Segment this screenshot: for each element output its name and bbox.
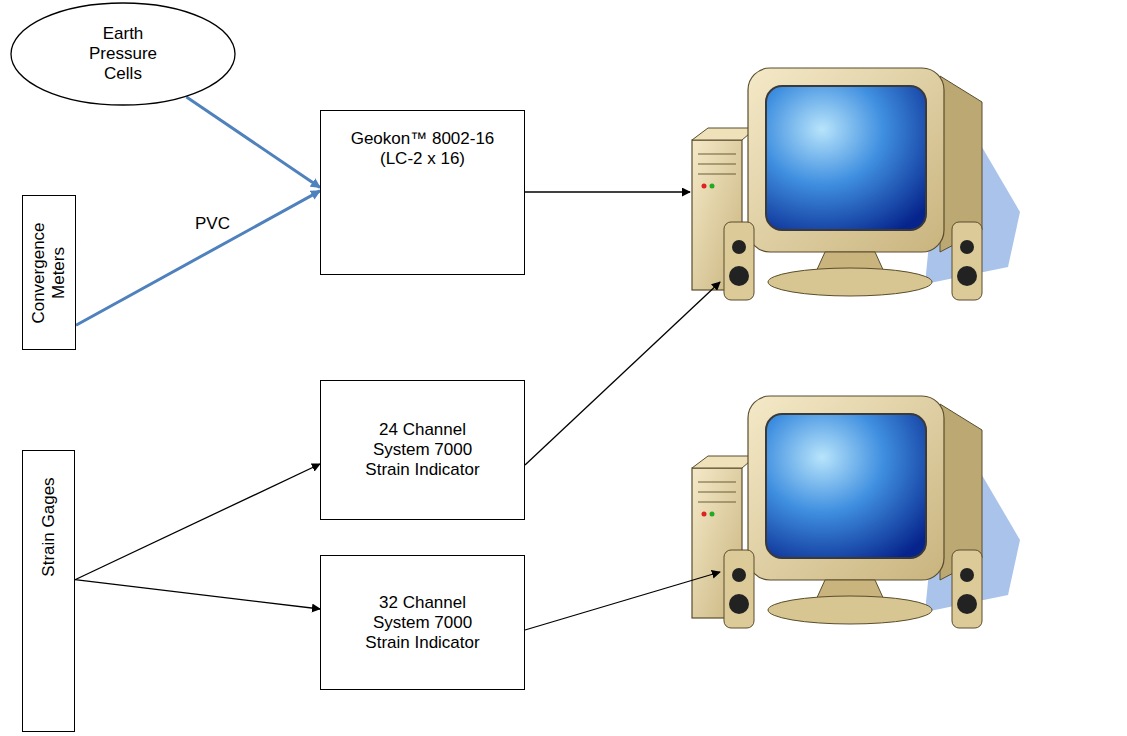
connector-arrow xyxy=(76,191,320,325)
data-arrow xyxy=(525,572,720,630)
connector-arrow xyxy=(75,464,320,580)
node-text: 24 Channel System 7000 Strain Indicator xyxy=(353,420,493,480)
node-text: 32 Channel System 7000 Strain Indicator xyxy=(353,593,493,653)
node-text: Earth Pressure Cells xyxy=(73,24,173,84)
connector-arrow xyxy=(186,97,320,188)
data-arrow xyxy=(525,282,720,465)
sensor-box: Strain Gages xyxy=(22,450,75,732)
node-text: Geokon™ 8002-16 (LC-2 x 16) xyxy=(335,129,510,169)
node-text: Strain Gages xyxy=(39,394,59,660)
strain-indicator-box: 24 Channel System 7000 Strain Indicator xyxy=(320,380,525,520)
sensor-box: Convergence Meters xyxy=(22,195,76,350)
ellipse-outline xyxy=(11,3,235,105)
datalogger-box: Geokon™ 8002-16 (LC-2 x 16) xyxy=(320,110,525,275)
data-arrow xyxy=(525,191,690,192)
cable-label: PVC xyxy=(193,214,232,234)
node-text: Convergence Meters xyxy=(29,203,69,342)
computer-illustration xyxy=(692,68,1020,300)
connector-arrow xyxy=(75,580,320,609)
computer-illustration xyxy=(692,396,1020,628)
sensor-ellipse: Earth Pressure Cells xyxy=(10,2,236,106)
strain-indicator-box: 32 Channel System 7000 Strain Indicator xyxy=(320,555,525,690)
